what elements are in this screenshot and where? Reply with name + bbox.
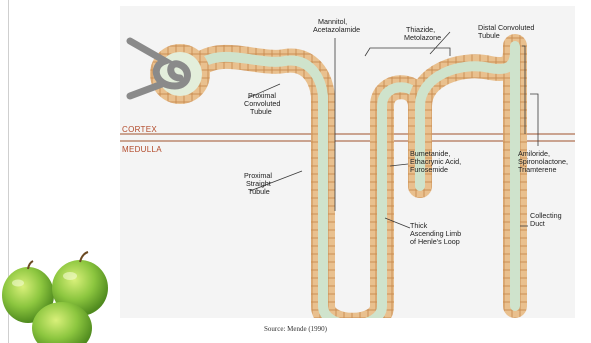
label-proximal-straight: Proximal Straight Tubule bbox=[244, 171, 274, 196]
label-amiloride: Amiloride, Spironolactone, Triamterene bbox=[518, 149, 570, 174]
label-proximal-convoluted: Proximal Convoluted Tubule bbox=[244, 91, 282, 116]
nephron-tubule bbox=[198, 57, 420, 318]
glomerulus bbox=[130, 41, 210, 104]
label-mannitol: Mannitol, Acetazolamide bbox=[313, 17, 360, 34]
medulla-label: MEDULLA bbox=[122, 145, 162, 154]
label-thick-ascending-limb: Thick Ascending Limb of Henle's Loop bbox=[410, 221, 463, 246]
source-caption: Source: Mende (1990) bbox=[0, 325, 591, 333]
cortex-label: CORTEX bbox=[122, 125, 157, 134]
nephron-diagram: CORTEX MEDULLA bbox=[120, 6, 575, 318]
label-bumetanide: Bumetanide, Ethacrynic Acid, Furosemide bbox=[410, 149, 463, 174]
label-collecting-duct: Collecting Duct bbox=[530, 211, 564, 228]
distal-and-collecting-duct bbox=[420, 46, 515, 306]
label-thiazide: Thiazide, Metolazone bbox=[404, 25, 441, 42]
